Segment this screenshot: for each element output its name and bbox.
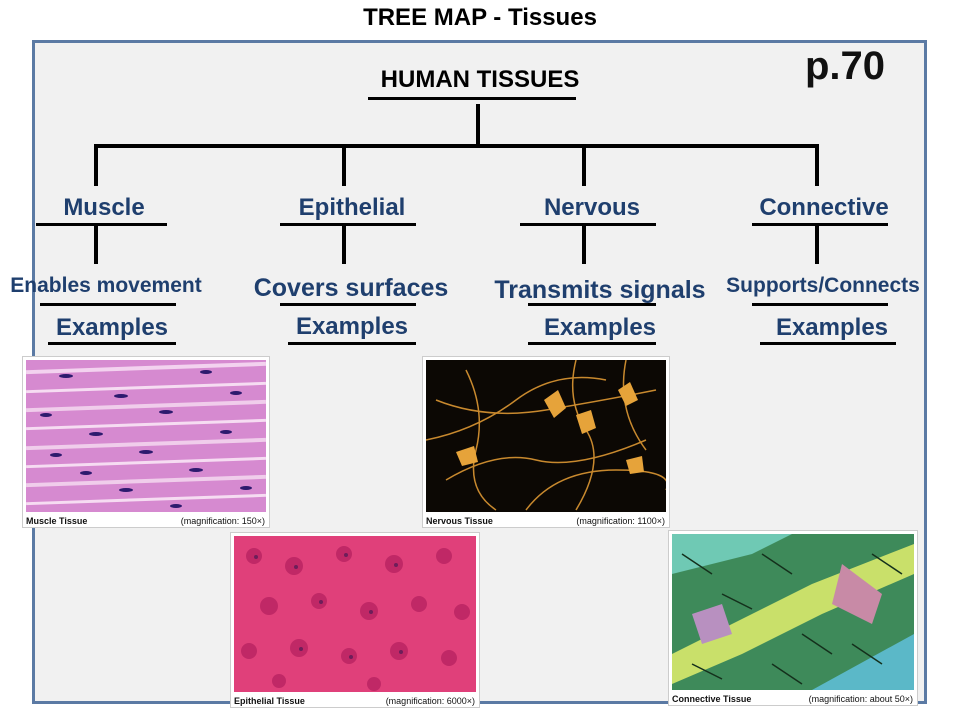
- examples-nervous-underline: [528, 342, 656, 345]
- muscle-tissue-image: Muscle Tissue (magnification: 150×): [22, 356, 270, 528]
- examples-epithelial: Examples: [295, 313, 409, 340]
- slide-title: TREE MAP - Tissues: [363, 4, 597, 31]
- branch-connective: [815, 144, 819, 186]
- description-nervous-underline: [528, 303, 656, 306]
- examples-muscle-underline: [48, 342, 176, 345]
- nervous-caption-name: Nervous Tissue: [426, 516, 493, 526]
- muscle-micrograph: [26, 360, 266, 512]
- connector-nervous-desc: [582, 226, 586, 264]
- category-epithelial: Epithelial: [298, 194, 406, 221]
- muscle-caption-magnification: (magnification: 150×): [180, 516, 265, 526]
- muscle-caption: Muscle Tissue (magnification: 150×): [26, 512, 265, 526]
- epithelial-tissue-image: Epithelial Tissue (magnification: 6000×): [230, 532, 480, 708]
- category-epithelial-underline: [280, 223, 416, 226]
- nervous-micrograph: [426, 360, 666, 512]
- examples-nervous: Examples: [543, 314, 657, 341]
- muscle-caption-name: Muscle Tissue: [26, 516, 88, 526]
- branch-muscle: [94, 144, 98, 186]
- category-connective: Connective: [759, 194, 889, 221]
- epithelial-micrograph: [234, 536, 476, 692]
- page-number: p.70: [805, 44, 886, 88]
- connective-tissue-image: Connective Tissue (magnification: about …: [668, 530, 918, 706]
- nervous-caption: Nervous Tissue (magnification: 1100×): [426, 512, 665, 526]
- horizontal-branch: [94, 144, 819, 148]
- connective-caption-magnification: (magnification: about 50×): [808, 694, 913, 704]
- category-muscle: Muscle: [63, 194, 145, 221]
- connector-connective-desc: [815, 226, 819, 264]
- description-epithelial: Covers surfaces: [253, 274, 449, 302]
- root-connector: [476, 104, 480, 146]
- connector-muscle-desc: [94, 226, 98, 264]
- connective-caption: Connective Tissue (magnification: about …: [672, 690, 913, 704]
- nervous-caption-magnification: (magnification: 1100×): [576, 516, 665, 526]
- description-muscle-underline: [40, 303, 176, 306]
- root-underline: [368, 97, 576, 100]
- connective-micrograph: [672, 534, 914, 690]
- description-epithelial-underline: [280, 303, 416, 306]
- connective-caption-name: Connective Tissue: [672, 694, 752, 704]
- nervous-tissue-image: Nervous Tissue (magnification: 1100×): [422, 356, 670, 528]
- epithelial-caption: Epithelial Tissue (magnification: 6000×): [234, 692, 475, 706]
- epithelial-caption-magnification: (magnification: 6000×): [385, 696, 475, 706]
- connector-epithelial-desc: [342, 226, 346, 264]
- description-nervous: Transmits signals: [494, 276, 706, 304]
- epithelial-caption-name: Epithelial Tissue: [234, 696, 305, 706]
- category-nervous: Nervous: [543, 194, 641, 221]
- examples-muscle: Examples: [55, 314, 169, 341]
- description-connective: Supports/Connects: [726, 274, 920, 297]
- branch-nervous: [582, 144, 586, 186]
- description-connective-underline: [752, 303, 888, 306]
- category-muscle-underline: [36, 223, 167, 226]
- description-muscle: Enables movement: [10, 274, 202, 297]
- examples-epithelial-underline: [288, 342, 416, 345]
- examples-connective-underline: [760, 342, 896, 345]
- category-connective-underline: [752, 223, 888, 226]
- root-label: HUMAN TISSUES: [380, 66, 580, 93]
- branch-epithelial: [342, 144, 346, 186]
- examples-connective: Examples: [775, 314, 889, 341]
- category-nervous-underline: [520, 223, 656, 226]
